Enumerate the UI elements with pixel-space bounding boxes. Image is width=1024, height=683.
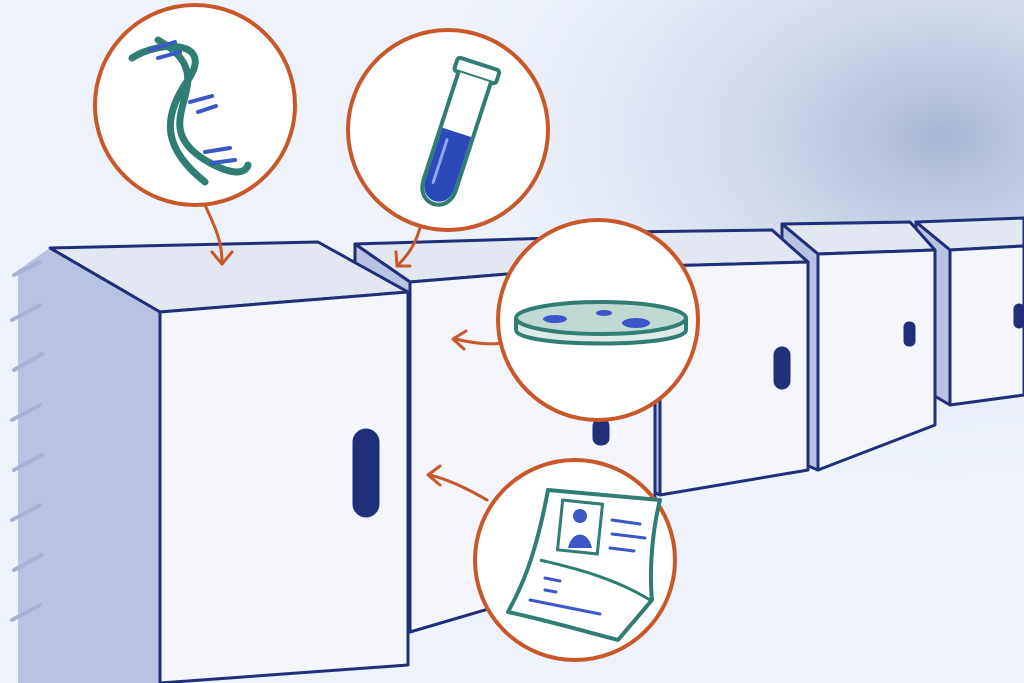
freezer-1 bbox=[18, 240, 410, 683]
arrow-dna bbox=[203, 203, 224, 264]
hatching bbox=[10, 260, 44, 622]
callout-test-tube bbox=[346, 28, 550, 232]
freezer-1-handle bbox=[352, 428, 380, 518]
callout-patient-record bbox=[473, 458, 677, 662]
callout-petri-dish bbox=[496, 218, 700, 422]
dna-helix-icon bbox=[128, 36, 252, 186]
freezer-3-handle bbox=[773, 346, 791, 390]
freezer-5-handle bbox=[1013, 303, 1024, 329]
petri-dish-icon bbox=[514, 300, 688, 346]
test-tube-icon bbox=[420, 55, 502, 207]
callout-dna bbox=[93, 3, 297, 207]
freezer-2-handle bbox=[592, 418, 610, 446]
freezer-4-handle bbox=[903, 321, 916, 347]
arrow-record bbox=[428, 473, 489, 502]
patient-record-icon bbox=[506, 488, 662, 642]
arrow-tube bbox=[396, 226, 422, 267]
callout-arrows bbox=[203, 203, 505, 502]
